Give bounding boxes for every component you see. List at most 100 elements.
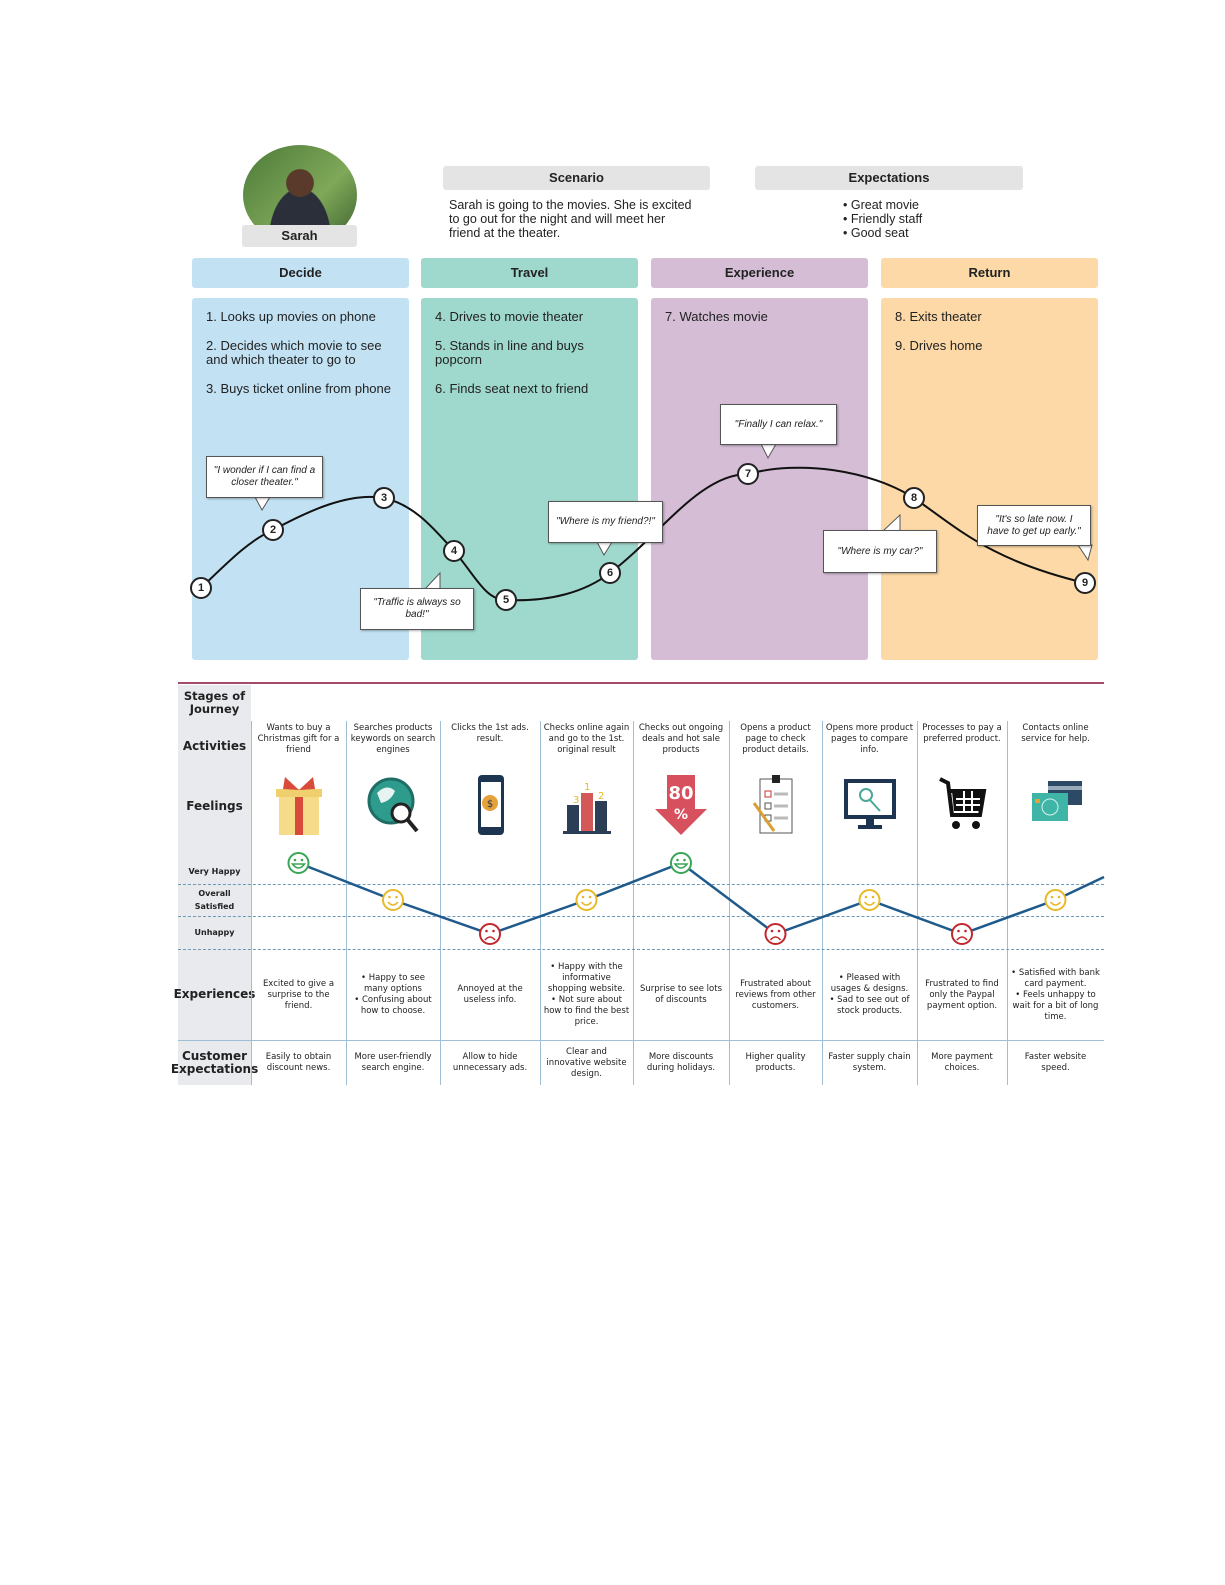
expectations-title: Expectations: [755, 166, 1023, 190]
expectation-text: Good seat: [850, 226, 909, 240]
phone-payment-icon: $: [440, 772, 540, 838]
smiley-face-icon: [1044, 889, 1067, 911]
expectation-text: More payment choices.: [931, 1052, 993, 1073]
step-node: 4: [443, 540, 465, 562]
step-node: 9: [1074, 572, 1096, 594]
sad-face-icon: [764, 923, 787, 945]
activity-text: Searches products keywords on search eng…: [350, 723, 436, 755]
expectation-text: Friendly staff: [850, 212, 923, 226]
smiley-face-icon: [858, 889, 881, 911]
step-node: 6: [599, 562, 621, 584]
row-label-feelings: Feelings: [178, 771, 251, 841]
step-text: 6. Finds seat next to friend: [435, 381, 589, 396]
row-divider: [178, 1040, 1104, 1041]
smiley-face-icon: [382, 889, 404, 911]
sad-face-icon: [479, 923, 501, 945]
stage-pay: Pay: [998, 695, 1023, 710]
row-label-expectations: Customer Expectations: [171, 1040, 258, 1085]
quote-bubble: "Traffic is always so bad!": [360, 588, 474, 630]
expectation-item: • Good seat: [843, 226, 909, 240]
svg-text:80: 80: [668, 783, 693, 804]
row-label-unhappy: Unhappy: [178, 916, 251, 949]
stage-evaluates: Evaluates Products: [760, 695, 886, 710]
row-label-experiences: Experiences: [174, 949, 255, 1040]
experience-text: • Pleased with usages & designs. • Sad t…: [829, 973, 910, 1016]
row-label-activities: Activities: [178, 721, 251, 771]
activity-text: Opens more product pages to compare info…: [825, 723, 914, 755]
row-label-satisfied: Overall Satisfied: [178, 884, 251, 916]
gift-icon: [251, 772, 346, 838]
row-label-very-happy: Very Happy: [178, 841, 251, 884]
stage-header-decide: Decide: [192, 258, 409, 288]
activity-text: Processes to pay a preferred product.: [922, 723, 1002, 744]
persona-name: Sarah: [242, 225, 357, 247]
activity-text: Checks out ongoing deals and hot sale pr…: [638, 723, 724, 755]
svg-text:$: $: [487, 799, 493, 810]
svg-text:3: 3: [573, 795, 579, 806]
discount-arrow-icon: 80%80 %: [633, 772, 729, 838]
step-text: 5. Stands in line and buys popcorn: [435, 338, 584, 367]
quote-bubble: "Where is my friend?!": [548, 501, 663, 543]
expectation-text: Faster supply chain system.: [828, 1052, 911, 1073]
experience-text: Excited to give a surprise to the friend…: [262, 978, 335, 1011]
column-divider: [729, 721, 730, 1085]
column-divider: [917, 721, 918, 1085]
cart-icon: [917, 772, 1007, 838]
stage-motivation: Motivation: [263, 695, 334, 710]
experience-text: Surprise to see lots of discounts: [639, 984, 723, 1005]
expectations-list: • Great movie • Friendly staff • Good se…: [843, 198, 922, 240]
svg-text:1: 1: [584, 782, 590, 793]
checklist-icon: [729, 772, 822, 838]
step-node: 3: [373, 487, 395, 509]
step-text: 4. Drives to movie theater: [435, 309, 584, 324]
experience-text: • Happy to see many options • Confusing …: [354, 973, 432, 1016]
experience-text: Frustrated about reviews from other cust…: [735, 978, 816, 1011]
stage-body-experience: 7. Watches movie: [651, 298, 868, 660]
expectation-text: Higher quality products.: [745, 1052, 806, 1073]
quote-bubble: "Where is my car?": [823, 530, 937, 573]
stage-header-experience: Experience: [651, 258, 868, 288]
expectation-text: Faster website speed.: [1024, 1052, 1087, 1073]
column-divider: [822, 721, 823, 1085]
step-node: 7: [737, 463, 759, 485]
step-text: 3. Buys ticket online from phone: [206, 381, 391, 396]
expectation-item: • Great movie: [843, 198, 919, 212]
stage-header-travel: Travel: [421, 258, 638, 288]
quote-bubble: "Finally I can relax.": [720, 404, 837, 445]
row-label-stages: Stages of Journey: [178, 685, 251, 721]
stage-header-return: Return: [881, 258, 1098, 288]
scenario-title: Scenario: [443, 166, 710, 190]
monitor-search-icon: [822, 772, 917, 838]
experience-text: Annoyed at the useless info.: [457, 984, 523, 1005]
laughing-face-icon: [287, 852, 310, 874]
experience-text: Frustrated to find only the Paypal payme…: [925, 978, 999, 1011]
step-node: 1: [190, 577, 212, 599]
expectation-text: Clear and innovative website design.: [546, 1046, 627, 1079]
feelings-line-chart: [287, 852, 1105, 945]
activity-text: Wants to buy a Christmas gift for a frie…: [257, 723, 340, 755]
expectation-text: Great movie: [850, 198, 919, 212]
step-node: 5: [495, 589, 517, 611]
activity-text: Checks online again and go to the 1st. o…: [543, 723, 630, 755]
column-divider: [440, 721, 441, 1085]
column-divider: [633, 721, 634, 1085]
satisfied-divider: [178, 916, 1104, 917]
activity-text: Contacts online service for help.: [1021, 723, 1090, 744]
column-divider: [346, 721, 347, 1085]
activity-text: Opens a product page to check product de…: [740, 723, 811, 755]
svg-text:%: %: [674, 807, 688, 823]
column-divider: [540, 721, 541, 1085]
very-happy-divider: [178, 884, 1104, 885]
experience-text: • Satisfied with bank card payment. • Fe…: [1011, 967, 1100, 1022]
stage-browses: Browses the Site: [641, 689, 721, 716]
column-divider: [1007, 721, 1008, 1085]
cards-icon: [1007, 772, 1104, 838]
expectation-text: More user-friendly search engine.: [354, 1052, 432, 1073]
step-node: 8: [903, 487, 925, 509]
step-text: 9. Drives home: [895, 338, 983, 353]
step-text: 2. Decides which movie to see and which …: [206, 338, 382, 367]
scenario-text: Sarah is going to the movies. She is exc…: [449, 198, 692, 240]
step-node: 2: [262, 519, 284, 541]
